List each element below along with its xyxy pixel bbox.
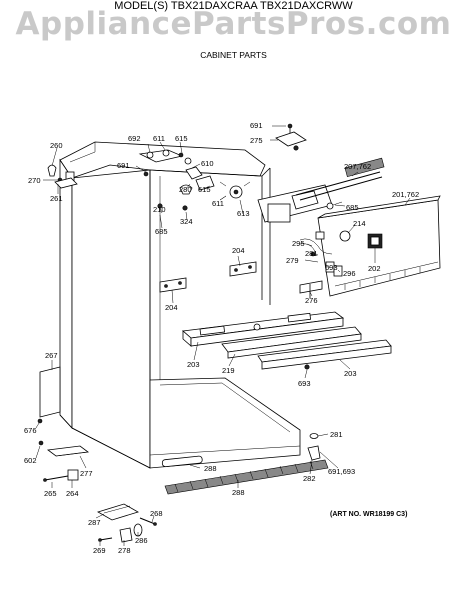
label-201-762: 201,762	[392, 190, 419, 199]
label-202: 202	[368, 264, 381, 273]
shelf-support-right	[229, 261, 257, 277]
grille-inner	[161, 455, 203, 468]
label-324: 324	[180, 217, 193, 226]
lower-hardware	[98, 517, 157, 543]
label-685: 685	[155, 227, 168, 236]
label-613: 613	[237, 209, 250, 218]
label-270: 270	[28, 176, 41, 185]
label-278: 278	[118, 546, 131, 555]
label-214: 214	[353, 219, 366, 228]
label-691-top: 691	[250, 121, 263, 130]
mullion-lower	[257, 339, 392, 370]
label-267: 267	[45, 351, 58, 360]
bracket-276	[299, 280, 323, 298]
label-296: 296	[343, 269, 356, 278]
mullion-219	[221, 326, 362, 359]
label-676: 676	[24, 426, 37, 435]
control-panel	[317, 195, 441, 297]
label-276: 276	[305, 296, 318, 305]
rail-277	[46, 445, 90, 457]
label-265: 265	[44, 489, 57, 498]
label-691-693: 691,693	[328, 467, 355, 476]
label-281: 281	[305, 249, 318, 258]
screw-602	[38, 440, 44, 446]
shelf-support-left	[159, 277, 187, 293]
label-611-lower: 611	[212, 199, 224, 208]
section-title: CABINET PARTS	[200, 50, 267, 60]
art-number: (ART NO. WR18199 C3)	[330, 511, 408, 518]
left-hinge	[47, 164, 78, 189]
label-287: 287	[88, 518, 101, 527]
label-611: 611	[153, 134, 165, 143]
label-685-right: 685	[346, 203, 359, 212]
label-203-upper: 203	[187, 360, 200, 369]
label-615-lower: 615	[198, 185, 211, 194]
label-692: 692	[128, 134, 141, 143]
label-691: 691	[117, 161, 130, 170]
label-693: 693	[325, 263, 338, 272]
label-281-lower: 281	[330, 430, 343, 439]
label-204-left: 204	[165, 303, 178, 312]
label-203-lower: 203	[344, 369, 357, 378]
control-housing	[219, 157, 385, 223]
label-286: 286	[135, 536, 148, 545]
label-277: 277	[80, 469, 93, 478]
label-207-762: 207,762	[344, 162, 371, 171]
label-280: 280	[179, 185, 192, 194]
label-288-inner: 288	[204, 464, 217, 473]
label-269: 269	[93, 546, 106, 555]
label-282: 282	[303, 474, 316, 483]
label-204-right: 204	[232, 246, 245, 255]
top-right-hinge	[275, 123, 307, 151]
screw-676	[37, 418, 43, 424]
label-288-outer: 288	[232, 488, 245, 497]
leader-lines	[35, 125, 411, 546]
leveling-leg	[43, 469, 79, 482]
label-260: 260	[50, 141, 63, 150]
label-693-lower: 693	[298, 379, 311, 388]
bracket-282	[307, 433, 321, 461]
label-219: 219	[222, 366, 235, 375]
model-line: MODEL(S) TBX21DAXCRAA TBX21DAXCRWW	[114, 0, 353, 12]
screw-693	[304, 364, 310, 370]
site-watermark: AppliancePartsPros.com	[15, 6, 452, 42]
mullion-upper	[182, 311, 345, 347]
label-210: 210	[153, 205, 166, 214]
label-615: 615	[175, 134, 188, 143]
label-261: 261	[50, 194, 63, 203]
label-610: 610	[201, 159, 214, 168]
label-264: 264	[66, 489, 79, 498]
label-275: 275	[250, 136, 263, 145]
label-268: 268	[150, 509, 163, 518]
wiring-connectors	[299, 231, 343, 277]
part-labels: 692 611 615 691 610 691 275 260 270 261 …	[24, 121, 419, 555]
label-295: 295	[292, 239, 305, 248]
label-279: 279	[286, 256, 299, 265]
bracket-287	[96, 503, 140, 521]
top-hinge-assembly	[138, 149, 215, 211]
panel-267	[39, 366, 61, 418]
label-602: 602	[24, 456, 37, 465]
grille-outer	[164, 459, 329, 495]
